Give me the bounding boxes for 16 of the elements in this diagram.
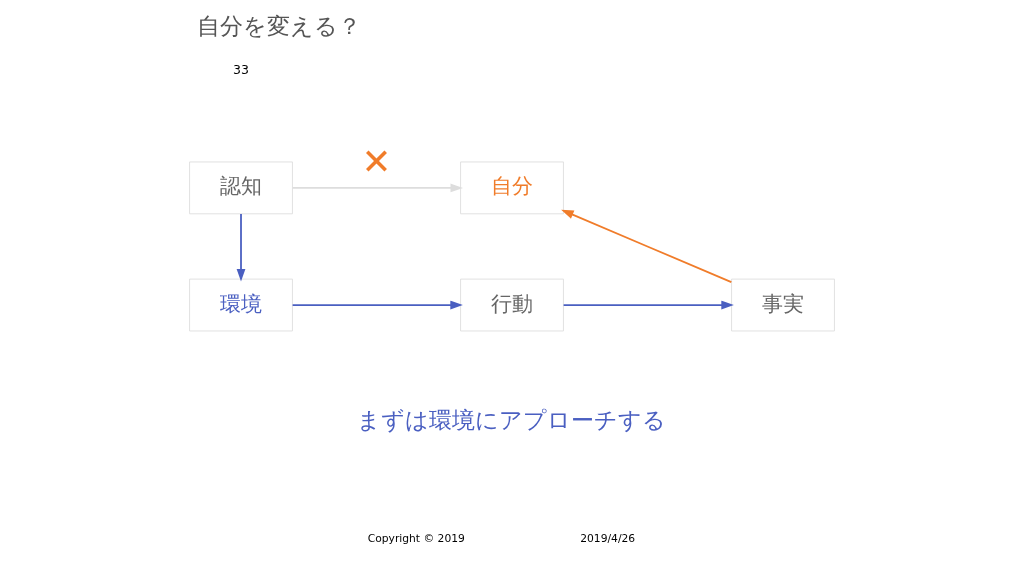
arrow — [236, 213, 246, 282]
diagram-title: 自分を変える？ — [197, 11, 362, 39]
node-box: 自分 — [460, 161, 564, 215]
label: 2019/4/26 — [580, 532, 636, 546]
edge-label: ✕ — [361, 141, 392, 183]
node-box: 事実 — [731, 278, 835, 332]
caption: まずは環境にアプローチする — [357, 405, 667, 433]
node-box: 認知 — [189, 161, 293, 215]
arrow — [562, 300, 734, 310]
label: Copyright © 2019 — [367, 532, 465, 546]
node-box: 行動 — [460, 278, 564, 332]
arrow — [561, 209, 733, 284]
arrow — [291, 300, 463, 310]
arrow — [291, 183, 464, 193]
label: 33 — [233, 62, 249, 78]
node-box: 環境 — [189, 278, 293, 332]
